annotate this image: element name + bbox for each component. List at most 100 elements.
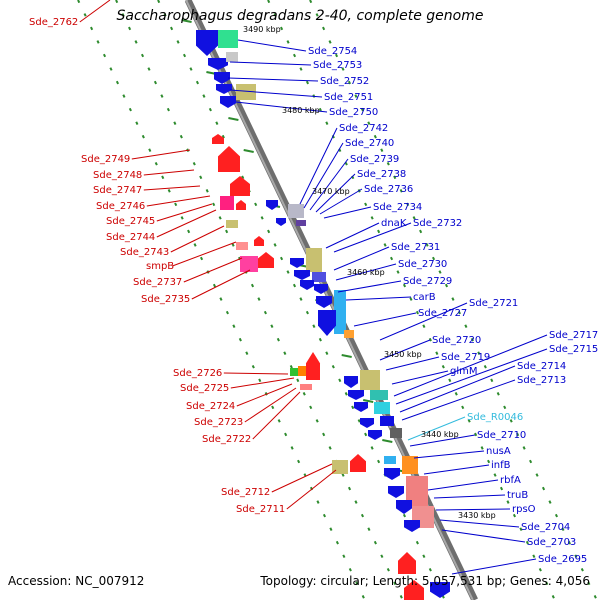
tick-mark: [228, 117, 239, 121]
gene-label: Sde_2713: [517, 375, 566, 386]
tick-label: 3480 kbp: [282, 106, 320, 115]
gene-arrow-reverse: [236, 242, 248, 250]
leader-line: [299, 127, 338, 205]
gene-arrow-forward: [306, 248, 322, 272]
tick-label: 3430 kbp: [458, 511, 496, 520]
gene-label: Sde_2747: [93, 185, 142, 196]
gene-arrow-forward: [360, 370, 380, 390]
gene-arrow-forward: [266, 200, 278, 210]
leader-line: [423, 464, 490, 475]
gene-arrow-forward: [334, 290, 346, 334]
gene-arrow-forward: [368, 430, 382, 440]
gene-arrow-forward: [220, 96, 236, 108]
leader-line: [395, 348, 548, 405]
gene-arrow-forward: [216, 84, 232, 94]
gene-arrow-forward: [344, 330, 354, 338]
gene-arrow-forward: [430, 582, 450, 598]
leader-line: [439, 519, 520, 528]
tick-mark: [363, 399, 374, 403]
leader-line: [407, 416, 466, 441]
gene-label: Sde_2762: [29, 17, 78, 28]
gene-label: Sde_2750: [329, 107, 378, 118]
gene-arrow-forward: [300, 280, 314, 290]
leader-line: [385, 356, 440, 371]
gene-label: Sde_2704: [521, 522, 570, 533]
leader-line: [143, 169, 195, 176]
gene-label: glmM: [450, 366, 478, 377]
gene-label: Sde_2719: [441, 352, 490, 363]
leader-line: [286, 469, 337, 510]
gene-label: Sde_2751: [324, 92, 373, 103]
gene-arrow-forward: [406, 476, 428, 506]
leader-line: [333, 222, 412, 253]
leader-line: [315, 173, 356, 213]
gene-label: Sde_2742: [339, 123, 388, 134]
gene-arrow-forward: [384, 468, 400, 480]
gene-label: Sde_2729: [403, 276, 452, 287]
gene-arrow-forward: [226, 52, 238, 62]
leader-line: [227, 77, 319, 82]
gene-arrow-forward: [380, 416, 394, 426]
gene-label: rbfA: [500, 475, 521, 486]
genome-title: Saccharophagus degradans 2-40, complete …: [116, 8, 484, 24]
leader-line: [337, 280, 402, 293]
tick-label: 3470 kbp: [312, 187, 350, 196]
gene-label: Sde_2744: [106, 232, 155, 243]
gene-label: Sde_2736: [364, 184, 413, 195]
gene-label: Sde_2714: [517, 361, 566, 372]
gene-arrow-forward: [290, 258, 304, 268]
gene-label: Sde_2725: [180, 383, 229, 394]
gene-arrow-reverse: [290, 368, 298, 376]
gene-label: Sde_2739: [350, 154, 399, 165]
leader-line: [379, 302, 468, 341]
leader-line: [325, 222, 380, 249]
gene-arrow-forward: [316, 296, 332, 308]
gene-label: Sde_2749: [81, 154, 130, 165]
gene-label: Sde_R0046: [467, 412, 523, 423]
gene-label: Sde_2754: [308, 46, 357, 57]
gene-arrow-forward: [208, 58, 228, 70]
tick-label: 3450 kbp: [384, 350, 422, 359]
gene-arrow-forward: [196, 30, 218, 56]
gene-arrow-forward: [388, 486, 404, 498]
tick-label: 3440 kbp: [421, 430, 459, 439]
gene-arrow-reverse: [258, 252, 274, 268]
leader-line: [413, 450, 485, 459]
gene-arrow-forward: [390, 428, 402, 438]
gene-arrow-reverse: [220, 196, 234, 210]
gene-arrow-forward: [276, 218, 286, 226]
leader-line: [401, 379, 516, 421]
leader-line: [319, 188, 363, 215]
leader-line: [183, 257, 243, 283]
gene-label: Sde_2727: [418, 308, 467, 319]
leader-line: [271, 463, 333, 493]
tick-label: 3490 kbp: [243, 25, 281, 34]
leader-line: [172, 241, 237, 267]
gene-arrow-forward: [318, 310, 336, 336]
gene-arrow-forward: [374, 402, 390, 414]
leader-line: [427, 479, 499, 491]
leader-line: [143, 185, 201, 191]
gene-arrow-reverse: [226, 220, 238, 228]
leader-line: [229, 61, 312, 66]
gene-label: smpB: [146, 261, 174, 272]
gene-label: Sde_2721: [469, 298, 518, 309]
gene-arrow-forward: [236, 84, 256, 100]
genome-summary-text: Topology: circular; Length: 5,057,531 bp…: [260, 574, 590, 588]
leader-line: [237, 39, 307, 52]
leader-line: [335, 263, 397, 281]
gene-label: Sde_2724: [186, 401, 235, 412]
leader-line: [131, 149, 191, 160]
gene-label: nusA: [486, 446, 511, 457]
gene-label: rpsO: [512, 504, 536, 515]
gene-arrow-forward: [402, 456, 418, 474]
leader-line: [79, 0, 111, 23]
gene-arrow-reverse: [212, 134, 224, 144]
gene-label: Sde_2717: [549, 330, 598, 341]
gene-features: [196, 30, 450, 600]
gene-label: carB: [413, 292, 436, 303]
gene-label: Sde_2711: [236, 504, 285, 515]
gene-arrow-reverse: [236, 200, 246, 210]
